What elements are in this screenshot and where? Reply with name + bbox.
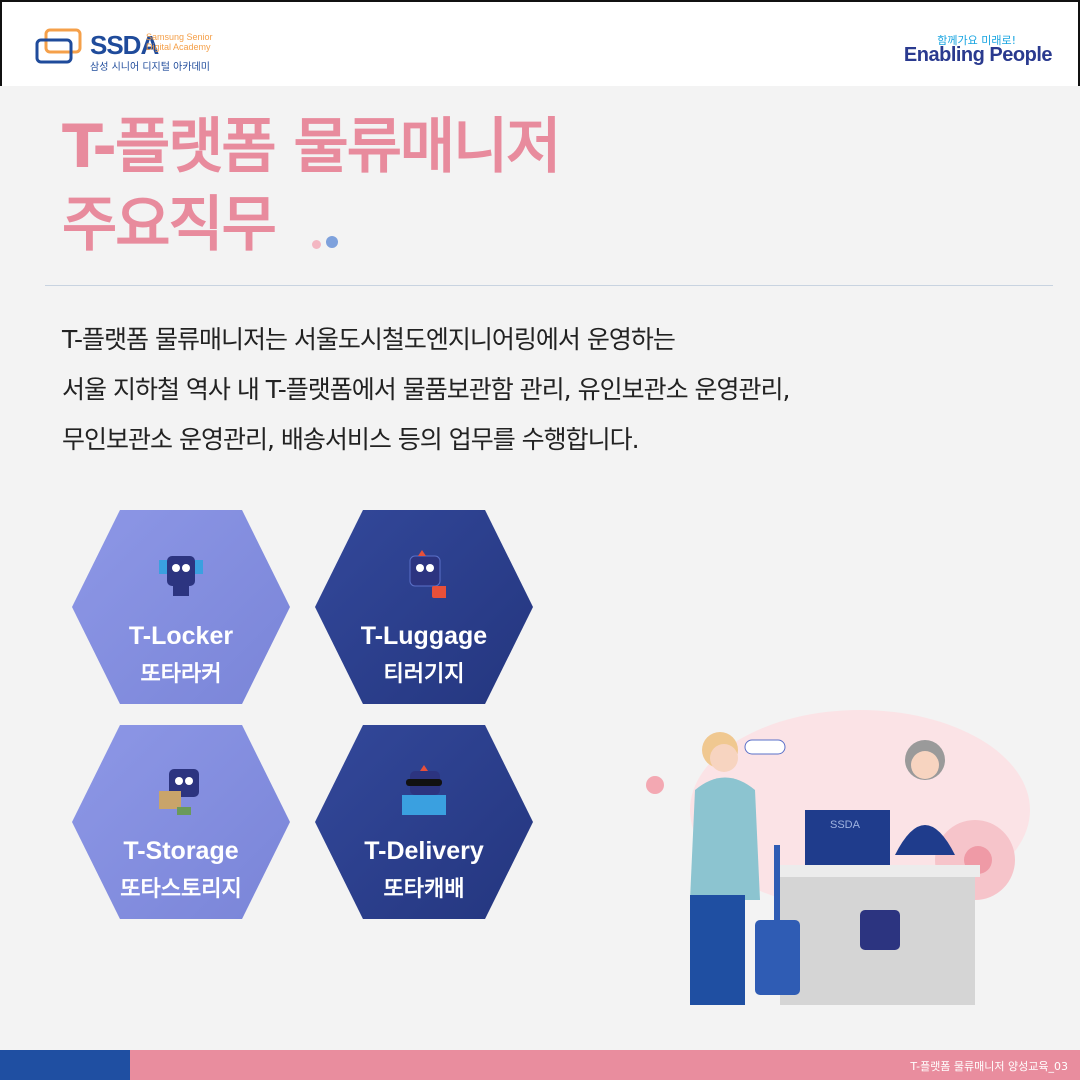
service-name-kr: 티러기지 <box>383 662 465 687</box>
service-t-locker[interactable]: T-Locker 또타라커 <box>72 510 290 704</box>
service-t-delivery[interactable]: T-Delivery 또타캐배 <box>315 725 533 919</box>
mascot-luggage-icon <box>409 550 446 598</box>
service-name-kr: 또타캐배 <box>383 877 465 902</box>
service-name-en: T-Luggage <box>360 622 488 650</box>
ssda-logo-icon <box>35 28 82 64</box>
service-name-en: T-Delivery <box>364 837 484 865</box>
logo-korean: 삼성 시니어 디지털 아카데미 <box>90 62 210 73</box>
slogan: 함께가요 미래로! <box>937 34 1016 47</box>
footer-accent <box>0 1050 130 1080</box>
service-name-en: T-Storage <box>123 837 239 865</box>
logo-name: SSDA <box>90 30 159 60</box>
service-name-kr: 또타라커 <box>140 662 222 687</box>
footer-text: T-플랫폼 물류매니저 양성교육_03 <box>910 1060 1068 1073</box>
service-name-kr: 또타스토리지 <box>120 877 242 902</box>
service-name-en: T-Locker <box>128 622 234 650</box>
footer-bar <box>130 1050 1080 1080</box>
divider <box>45 285 1053 286</box>
service-desk-illustration: SSDA <box>646 710 1030 1005</box>
monitor-label: SSDA <box>830 819 861 831</box>
mascot-box-icon <box>159 769 199 815</box>
page-title: T-플랫폼 물류매니저 주요직무 <box>62 112 561 260</box>
brand-logo: Enabling People <box>903 44 1053 66</box>
description: T-플랫폼 물류매니저는 서울도시철도엔지니어링에서 운영하는 서울 지하철 역… <box>62 325 790 454</box>
mascot-icon <box>159 556 203 596</box>
service-t-storage[interactable]: T-Storage 또타스토리지 <box>72 725 290 919</box>
mascot-delivery-icon <box>402 765 446 815</box>
service-t-luggage[interactable]: T-Luggage 티러기지 <box>315 510 533 704</box>
